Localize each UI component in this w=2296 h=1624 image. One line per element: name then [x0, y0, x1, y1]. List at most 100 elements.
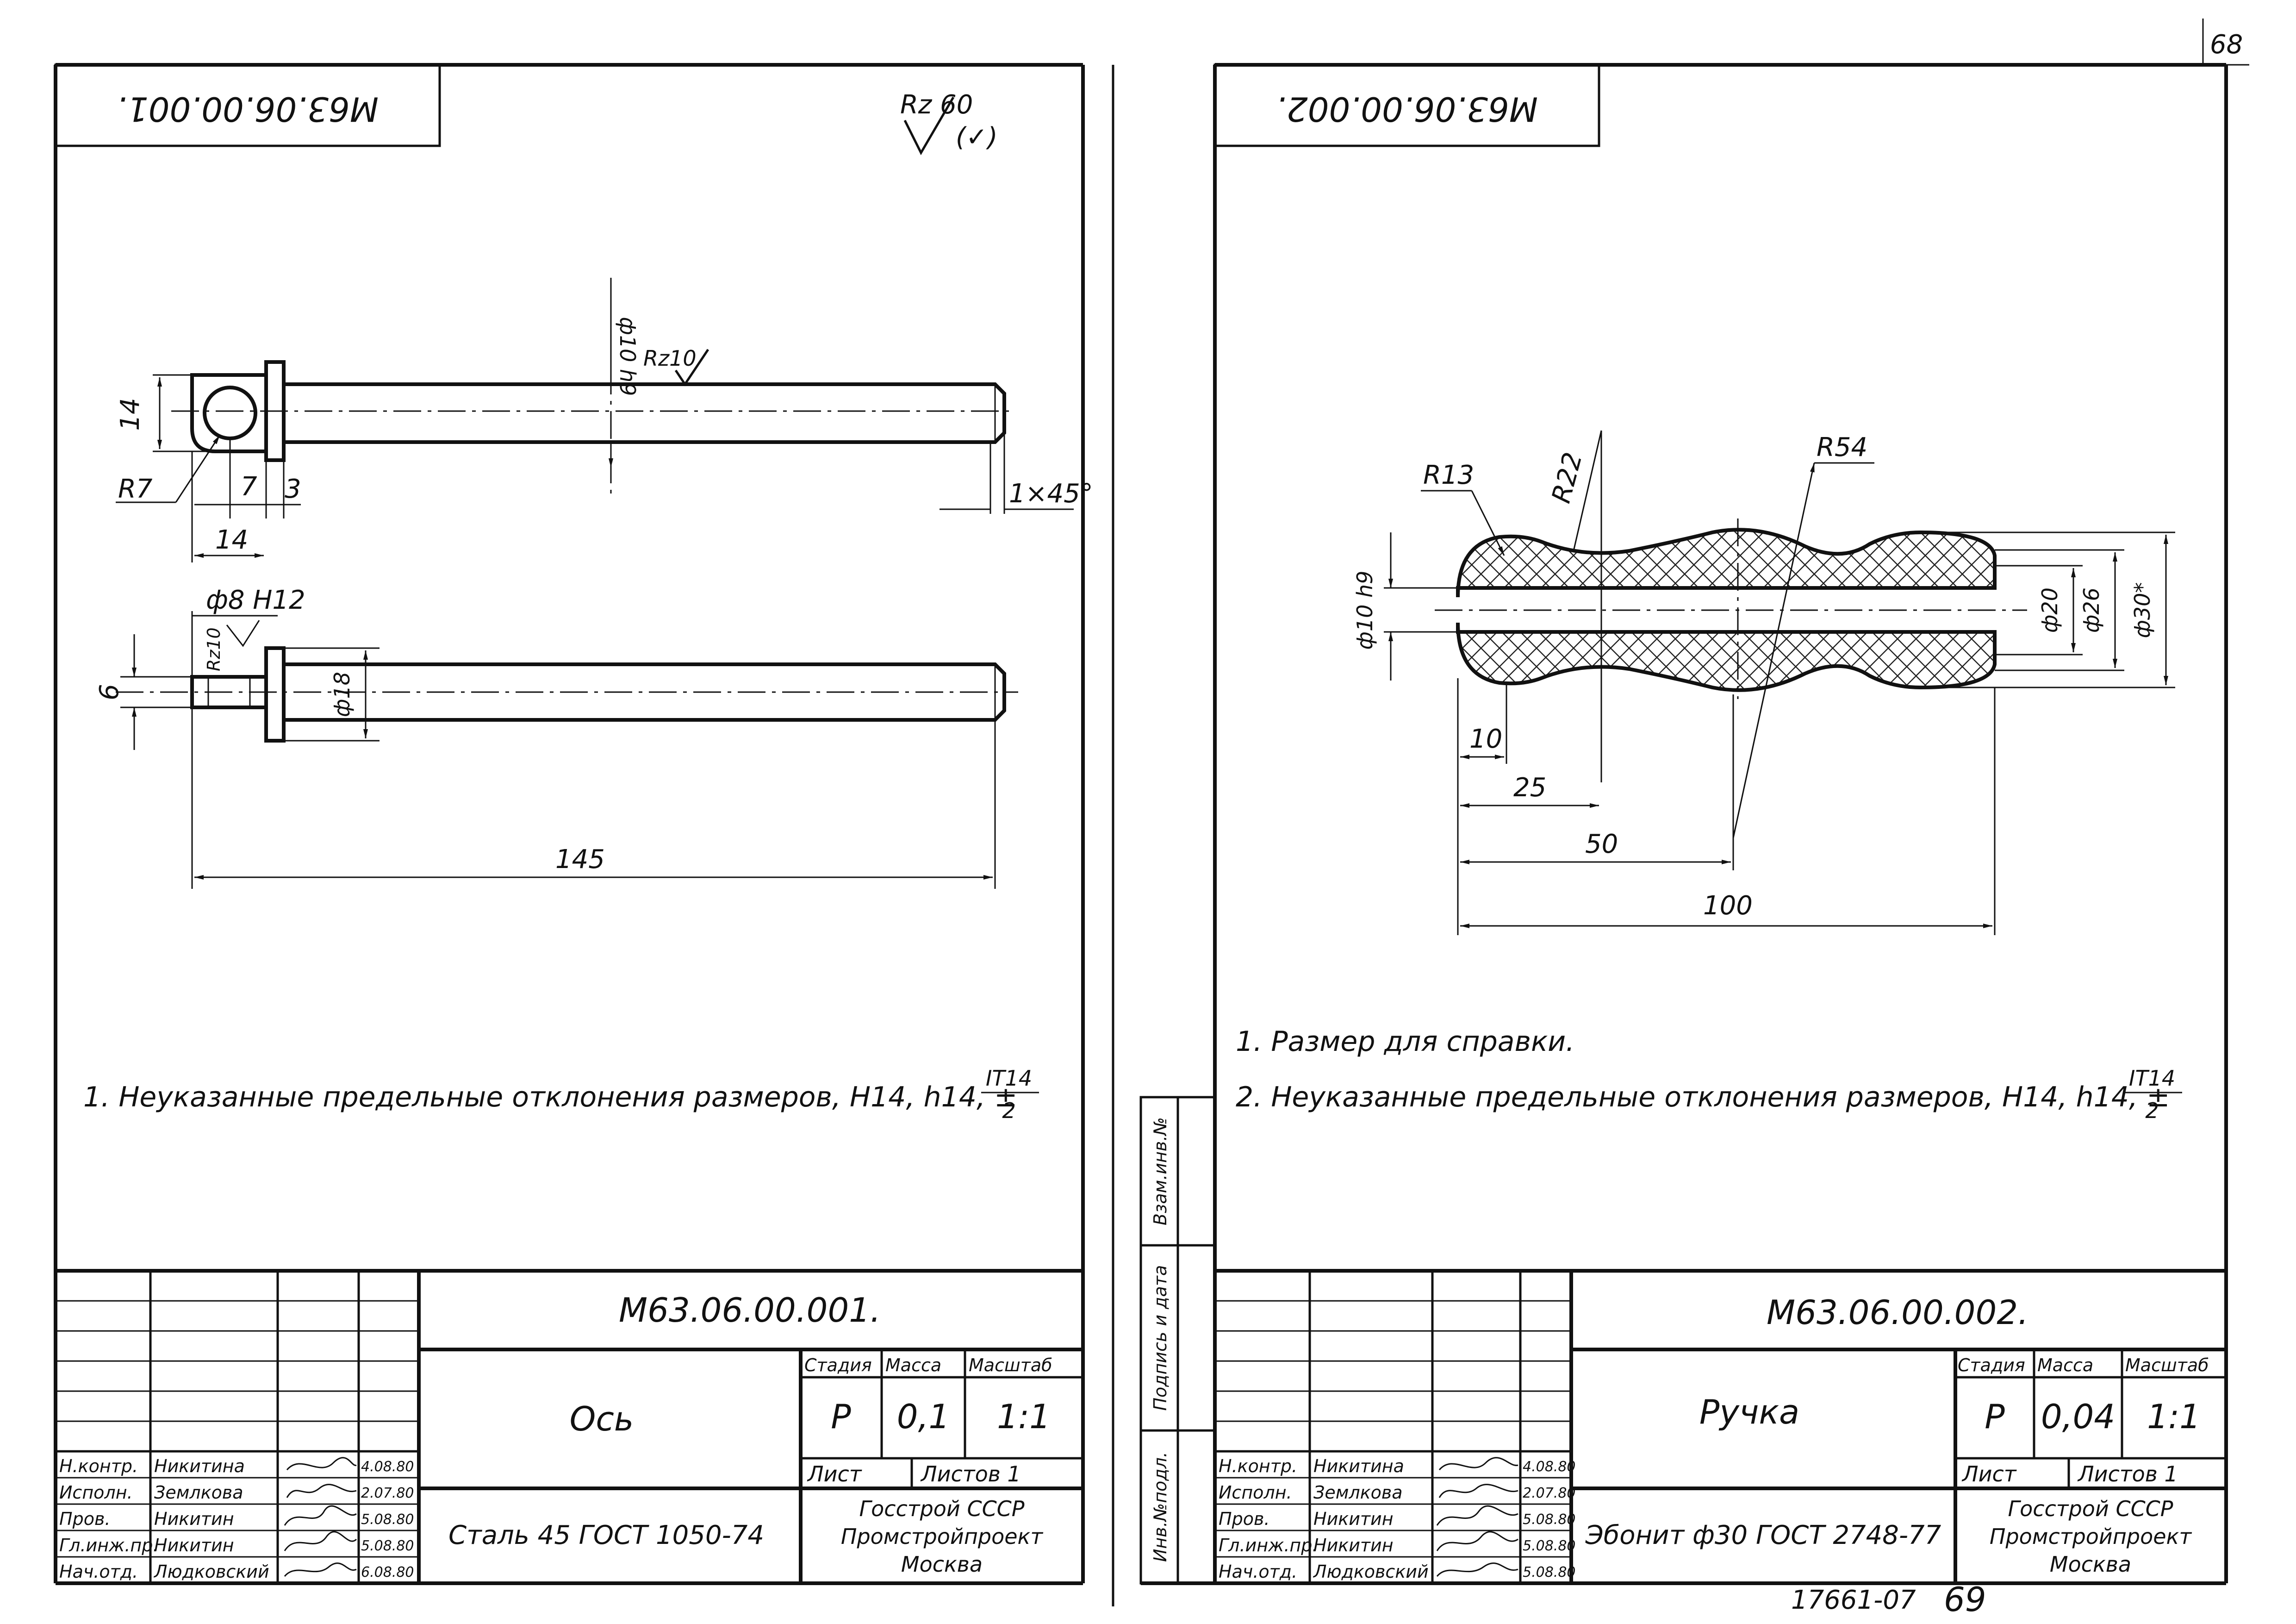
dim-width-14: 14	[215, 525, 248, 555]
left-person-row-0: Н.контр. Никитина 4.08.80	[59, 1456, 414, 1476]
dim-hole: ф8 H12	[206, 585, 305, 615]
axle-top-dims: ф10 h9 Rz10 14 R7 7 3 14	[115, 282, 1093, 562]
left-top-code: М63.06.00.001.	[117, 89, 379, 128]
signature-icon	[1436, 1531, 1518, 1551]
left-title-code: М63.06.00.001.	[619, 1291, 881, 1330]
person-role: Исполн.	[59, 1482, 133, 1503]
right-sheet: Инв.№подл. Подпись и дата Взам.инв.№ М63…	[1139, 63, 2228, 1619]
left-mass-label: Масса	[885, 1355, 941, 1375]
roughness-general-text: Rz 60	[900, 90, 973, 120]
person-name: Землкова	[154, 1482, 243, 1503]
right-note-frac-num: IT14	[2129, 1066, 2175, 1091]
right-stage: Р	[1985, 1397, 2005, 1436]
person-name: Людковский	[1313, 1562, 1429, 1582]
person-role: Н.контр.	[1219, 1456, 1297, 1476]
roughness-check-icon	[903, 96, 955, 156]
left-person-row-1: Исполн. Землкова 2.07.80	[59, 1482, 414, 1503]
person-name: Никитин	[1313, 1509, 1394, 1529]
signature-icon	[1436, 1505, 1518, 1526]
person-date: 5.08.80	[361, 1538, 414, 1554]
person-role: Гл.инж.пр.	[59, 1535, 158, 1555]
person-name: Никитин	[154, 1535, 234, 1555]
right-mass: 0,04	[2041, 1397, 2115, 1436]
person-role: Пров.	[59, 1509, 110, 1529]
right-note-frac-den: 2	[2145, 1098, 2159, 1123]
left-note-frac-num: IT14	[986, 1066, 1032, 1091]
axle-front-dims: ф8 H12 Rz10 6 ф18 145	[94, 585, 996, 889]
axle-top-view	[171, 278, 1009, 500]
signature-icon	[1438, 1457, 1518, 1470]
left-note-text: 1. Неуказанные предельные отклонения раз…	[83, 1081, 1017, 1113]
left-note: 1. Неуказанные предельные отклонения раз…	[83, 1066, 1039, 1123]
bottom-mark: 69	[1944, 1580, 1986, 1619]
handle-view	[1435, 518, 2027, 699]
dim-r54: R54	[1817, 432, 1867, 462]
left-person-row-4: Нач.отд. Людковский 6.08.80	[59, 1562, 414, 1582]
person-date: 6.08.80	[361, 1564, 414, 1580]
page-number-box: 68	[2202, 19, 2249, 66]
person-role: Нач.отд.	[1219, 1562, 1297, 1582]
left-sheet: М63.06.00.001. Rz 60 (✓) ф10 h9	[54, 63, 1093, 1585]
person-date: 5.08.80	[1523, 1538, 1576, 1554]
dim-d20: ф20	[2037, 587, 2062, 633]
dim-d10h9: ф10 h9	[1352, 571, 1377, 650]
person-name: Никитин	[1313, 1535, 1394, 1555]
right-top-code-box: М63.06.00.002.	[1213, 63, 1600, 147]
person-date: 5.08.80	[1523, 1564, 1576, 1580]
left-stage: Р	[831, 1397, 851, 1436]
right-person-row-0: Н.контр. Никитина 4.08.80	[1219, 1456, 1576, 1476]
left-person-row-2: Пров. Никитин 5.08.80	[59, 1505, 414, 1529]
dim-d30: ф30*	[2130, 582, 2155, 638]
left-sheets-label: Листов 1	[920, 1462, 1021, 1487]
person-role: Пров.	[1219, 1509, 1269, 1529]
right-sheet-label: Лист	[1961, 1462, 2017, 1487]
person-date: 4.08.80	[361, 1459, 414, 1475]
right-sheets-label: Листов 1	[2077, 1462, 2178, 1487]
signature-icon	[284, 1531, 357, 1551]
dim-len-10: 10	[1469, 724, 1502, 754]
person-role: Исполн.	[1219, 1482, 1292, 1503]
left-title-material: Сталь 45 ГОСТ 1050-74	[448, 1520, 764, 1550]
dim-chamfer: 1×45°	[1009, 479, 1093, 509]
dim-d26: ф26	[2079, 587, 2104, 633]
person-name: Людковский	[153, 1562, 269, 1582]
left-roughness-general: Rz 60 (✓)	[900, 90, 998, 156]
signature-icon	[284, 1562, 357, 1577]
left-scale-label: Масштаб	[969, 1355, 1052, 1375]
dim-rz-hole: Rz10	[204, 627, 224, 671]
rz-check-icon	[674, 349, 709, 387]
person-name: Никитина	[154, 1456, 245, 1476]
person-date: 2.07.80	[1523, 1485, 1576, 1501]
signature-icon	[1438, 1484, 1518, 1498]
dim-height-14: 14	[115, 398, 145, 431]
signature-icon	[286, 1457, 357, 1470]
dim-len-100: 100	[1703, 891, 1753, 921]
person-role: Нач.отд.	[59, 1562, 138, 1582]
right-person-row-2: Пров. Никитин 5.08.80	[1219, 1505, 1576, 1529]
left-sheet-label: Лист	[807, 1462, 862, 1487]
dim-6: 6	[94, 684, 124, 700]
person-role: Гл.инж.пр.	[1219, 1535, 1318, 1555]
left-org-2: Промстройпроект	[841, 1524, 1043, 1549]
dim-d18: ф18	[330, 672, 355, 717]
left-person-row-3: Гл.инж.пр. Никитин 5.08.80	[59, 1531, 414, 1555]
right-person-row-4: Нач.отд. Людковский 5.08.80	[1219, 1562, 1576, 1582]
left-scale: 1:1	[997, 1397, 1051, 1436]
dim-len-3: 3	[285, 474, 301, 504]
dim-length-145: 145	[555, 844, 605, 874]
dim-rz-shaft: Rz10	[643, 346, 697, 371]
axle-front-view	[116, 646, 1018, 743]
dim-len-7: 7	[241, 472, 257, 502]
signature-icon	[1436, 1562, 1518, 1577]
side-stamp-col1: Инв.№подл.	[1150, 1452, 1170, 1562]
side-stamp-col3: Взам.инв.№	[1150, 1117, 1170, 1225]
right-top-code: М63.06.00.002.	[1276, 89, 1538, 128]
right-scale-label: Масштаб	[2125, 1355, 2209, 1375]
left-title-name: Ось	[570, 1399, 634, 1438]
side-stamp: Инв.№подл. Подпись и дата Взам.инв.№	[1139, 1096, 1216, 1585]
dim-r22: R22	[1546, 449, 1588, 506]
dim-len-50: 50	[1585, 829, 1618, 859]
left-note-frac-den: 2	[1002, 1098, 1015, 1123]
right-scale: 1:1	[2147, 1397, 2201, 1436]
